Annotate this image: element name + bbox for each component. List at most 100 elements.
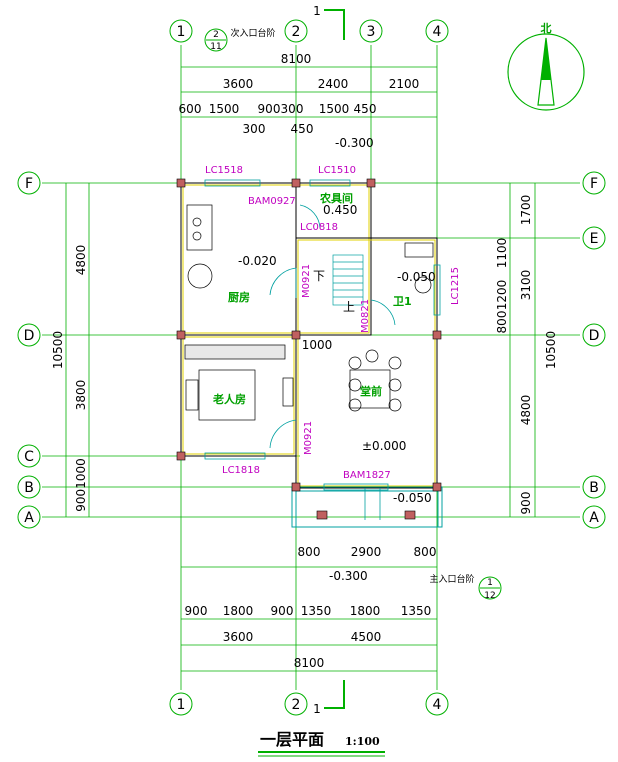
axis-right-D: D: [589, 328, 600, 344]
axis-left-B: B: [24, 480, 34, 496]
dim-bot-900b: 900: [271, 604, 294, 618]
dim-bot-4500: 4500: [351, 630, 382, 644]
index-mark-top: [204, 28, 228, 52]
level-front-step: -0.300: [329, 569, 368, 583]
dim-left-4800: 4800: [74, 245, 88, 276]
axis-top-3: 3: [367, 24, 376, 40]
dim-bot-800a: 800: [298, 545, 321, 559]
dim-left-3800: 3800: [74, 380, 88, 411]
axis-left-C: C: [24, 449, 34, 465]
index-mark-bottom: [478, 576, 502, 600]
opening-m0821: M0821: [360, 299, 371, 333]
dim-bot-1800b: 1800: [350, 604, 381, 618]
room-kitchen: 厨房: [228, 290, 250, 304]
dim-top-1500a: 1500: [209, 102, 240, 116]
opening-m0921a: M0921: [301, 264, 312, 298]
axis-bubbles-top: [169, 19, 449, 43]
dim-top-450: 450: [354, 102, 377, 116]
opening-lc1818: LC1818: [222, 465, 260, 476]
dim-right-3100: 3100: [519, 270, 533, 301]
level-top-terrace: -0.300: [335, 136, 374, 150]
dim-bot-3600: 3600: [223, 630, 254, 644]
axis-top-2: 2: [292, 24, 301, 40]
dim-top-300: 300: [281, 102, 304, 116]
axis-left-F: F: [25, 176, 33, 192]
room-hall: 堂前: [360, 384, 382, 398]
dim-1000: 1000: [302, 338, 333, 352]
dim-bot-1350b: 1350: [401, 604, 432, 618]
dim-bot-1350a: 1350: [301, 604, 332, 618]
dim-bot-total: 8100: [294, 656, 325, 670]
axis-bottom-1: 1: [177, 697, 186, 713]
section-label-top: 1: [313, 4, 321, 18]
dim-top-600: 600: [179, 102, 202, 116]
windows: [204, 179, 441, 491]
axis-right-F: F: [590, 176, 598, 192]
axis-bubbles-bottom: [169, 692, 449, 716]
index-top-note: 次入口台阶: [230, 27, 275, 39]
index-bottom-den: 12: [484, 591, 495, 601]
stair-up: 上: [343, 300, 355, 314]
dimension-lines: [65, 66, 536, 672]
index-top-den: 11: [210, 42, 221, 52]
level-bath: -0.050: [397, 270, 436, 284]
doors: [269, 204, 396, 520]
dim-top-total: 8100: [281, 52, 312, 66]
dim-right-4800: 4800: [519, 395, 533, 426]
index-top-num: 2: [213, 30, 219, 40]
dim-bot-2900: 2900: [351, 545, 382, 559]
section-label-bottom: 1: [313, 702, 321, 716]
opening-bam0927: BAM0927: [248, 196, 296, 207]
right-dimensions: 1700 3100 4800 900 10500 1100 1200 800: [495, 195, 558, 515]
index-bottom-note: 主入口台阶: [429, 573, 474, 585]
dim-top-1500b: 1500: [319, 102, 350, 116]
dim-right-total: 10500: [544, 331, 558, 369]
opening-m0921b: M0921: [303, 421, 314, 455]
dim-right-1200: 1200: [495, 280, 509, 311]
axis-top-4: 4: [433, 24, 442, 40]
level-storage: 0.450: [323, 203, 357, 217]
dim-right-1700: 1700: [519, 195, 533, 226]
dim-bot-800b: 800: [414, 545, 437, 559]
axis-right-E: E: [590, 231, 599, 247]
dim-top-2400: 2400: [318, 77, 349, 91]
dim-top-300b: 300: [243, 122, 266, 136]
dim-right-1100: 1100: [495, 238, 509, 269]
axis-right-B: B: [589, 480, 599, 496]
axis-bubbles-left: [17, 171, 41, 529]
top-dimensions: 8100 3600 2400 2100 600 1500 900 300 150…: [179, 52, 420, 136]
dim-top-2100: 2100: [389, 77, 420, 91]
walls: [180, 182, 443, 528]
dim-left-stack: 9001000: [74, 458, 88, 511]
stair-down: 下: [313, 269, 325, 283]
dim-left-total: 10500: [51, 331, 65, 369]
drawing-scale: 1:100: [345, 735, 380, 748]
north-label: 北: [541, 21, 552, 35]
index-bottom-num: 1: [487, 578, 493, 588]
furniture: [184, 204, 434, 421]
section-mark-bottom: [324, 680, 345, 709]
dim-bot-900a: 900: [185, 604, 208, 618]
level-kitchen: -0.020: [238, 254, 277, 268]
axis-left-D: D: [24, 328, 35, 344]
opening-bam1827: BAM1827: [343, 470, 391, 481]
room-elder: 老人房: [212, 392, 246, 406]
dim-right-900: 900: [519, 492, 533, 515]
axis-top-1: 1: [177, 24, 186, 40]
dim-top-450b: 450: [291, 122, 314, 136]
axis-bottom-2: 2: [292, 697, 301, 713]
room-bath: 卫1: [393, 295, 412, 308]
room-storage: 农具间: [319, 191, 353, 205]
columns: [176, 178, 442, 520]
axis-bubbles-right: [582, 171, 606, 529]
level-hall: ±0.000: [362, 439, 406, 453]
opening-lc0818: LC0818: [300, 222, 338, 233]
drawing-title: 一层平面: [260, 730, 324, 749]
opening-lc1518: LC1518: [205, 165, 243, 176]
dim-bot-1800a: 1800: [223, 604, 254, 618]
section-mark-top: [324, 9, 345, 40]
axis-right-A: A: [589, 510, 599, 526]
left-dimensions: 10500 4800 3800 9001000: [51, 245, 88, 512]
stair: [332, 254, 364, 306]
